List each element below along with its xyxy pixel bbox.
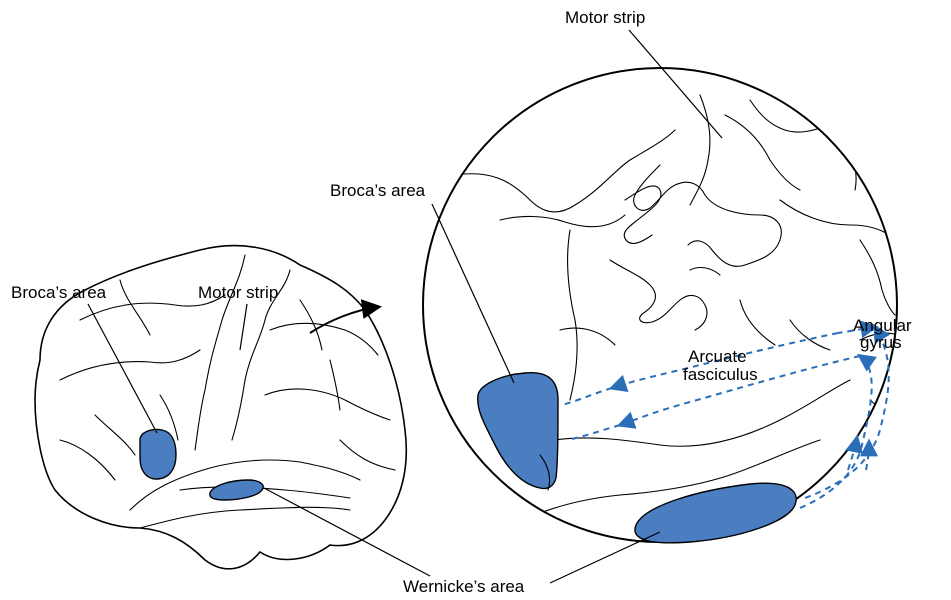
broca-right-label: Broca’s area [330, 181, 426, 200]
circle-sulcus-10 [895, 260, 925, 290]
arcuate-label-line1: Arcuate [688, 347, 747, 366]
motor-strip-left-label: Motor strip [198, 283, 278, 302]
magnified-circle [423, 68, 897, 542]
motor-strip-top-label: Motor strip [565, 8, 645, 27]
wernicke-up-arrow-2 [866, 442, 869, 470]
broca-left-label: Broca’s area [11, 283, 107, 302]
wernicke-leader-right [550, 532, 660, 583]
broca-area-left [140, 429, 176, 479]
magnified-view [423, 68, 925, 543]
arcuate-label-line2: fasciculus [683, 365, 758, 384]
angular-label-line2: gyrus [860, 333, 902, 352]
wernicke-label: Wernicke’s area [403, 577, 525, 596]
